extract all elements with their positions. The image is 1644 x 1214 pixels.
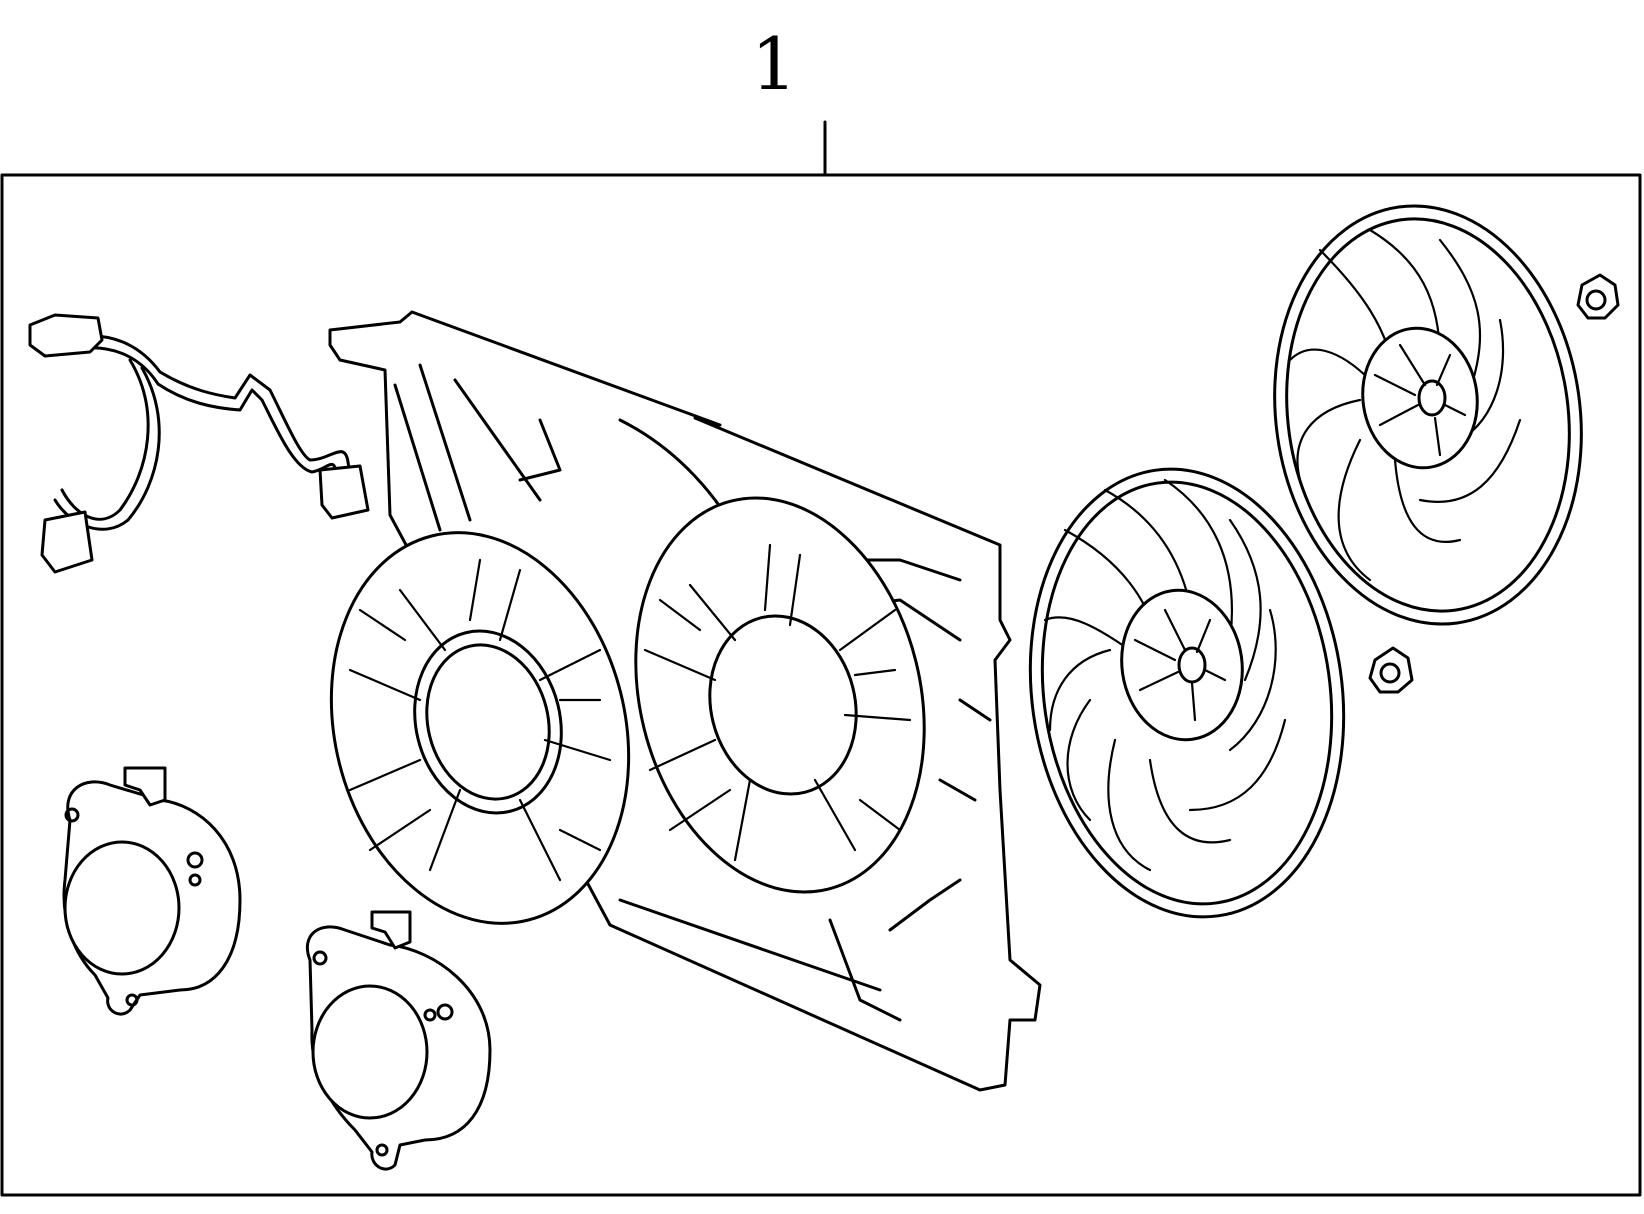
- fan-shroud[interactable]: [291, 310, 1042, 1092]
- harness-connector-upper: [28, 313, 104, 358]
- fan-motor-left[interactable]: [62, 766, 242, 1016]
- wiring-harness[interactable]: [28, 313, 370, 574]
- callout-label-1: 1: [751, 22, 797, 106]
- nut-lower[interactable]: [1368, 646, 1414, 694]
- nut-upper[interactable]: [1576, 273, 1620, 320]
- shroud-ring-right: [634, 496, 926, 894]
- fan-motor-right[interactable]: [306, 910, 492, 1171]
- harness-connector-left: [40, 510, 94, 574]
- harness-connector-right: [318, 464, 370, 520]
- fan-blade-front[interactable]: [1002, 449, 1372, 938]
- fan-blade-rear[interactable]: [1248, 186, 1607, 644]
- assembly-frame: [0, 120, 1642, 1197]
